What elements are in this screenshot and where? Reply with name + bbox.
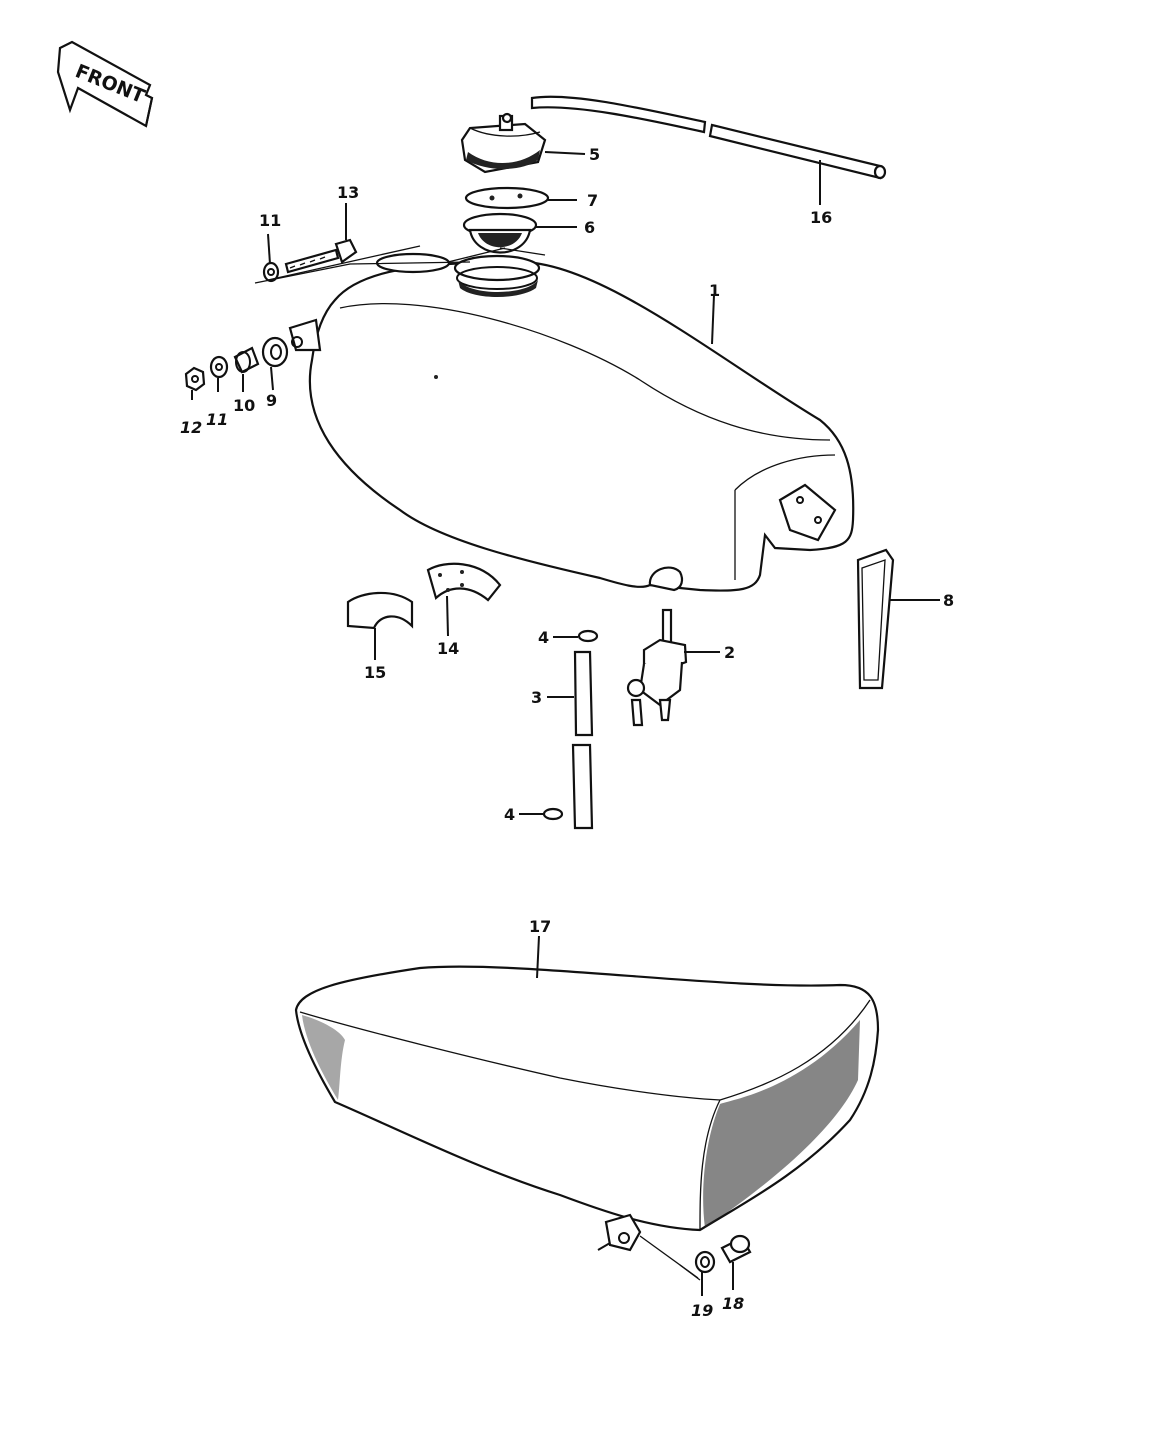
fuel-tap [626,608,688,727]
callout-18: 18 [722,1294,744,1313]
callout-8: 8 [943,591,954,610]
callout-numbers: 1 2 3 4 4 5 6 7 8 9 10 11 11 12 13 14 15… [180,145,954,1320]
callout-7: 7 [587,191,598,210]
washer-top [262,261,280,283]
washer-left [209,355,229,379]
callout-11-left: 11 [206,410,228,429]
callout-17: 17 [529,917,551,936]
callout-10: 10 [233,396,255,415]
callout-6: 6 [584,218,595,237]
callout-5: 5 [589,145,600,164]
tank-cushion-rear [426,562,502,602]
callout-14: 14 [437,639,459,658]
callout-12: 12 [180,418,202,437]
fuel-strainer [462,212,538,254]
callout-4-bottom: 4 [504,805,515,824]
seat-bolt [720,1234,752,1264]
seat-washer [694,1250,716,1274]
fuel-hose [571,650,594,830]
cap-gasket [464,186,550,210]
fuel-tank [288,252,855,592]
callout-3: 3 [531,688,542,707]
callout-13: 13 [337,183,359,202]
callout-16: 16 [810,208,832,227]
tank-band [856,548,895,690]
callout-1: 1 [709,281,720,300]
collar [233,346,260,374]
tank-cushion-front [346,591,414,630]
leader-lines [191,151,940,1296]
filler-cap [460,112,547,174]
callout-15: 15 [364,663,386,682]
mounting-bolt [284,238,358,274]
callout-4-top: 4 [538,628,549,647]
rubber-grommet [261,336,289,368]
callout-11-top: 11 [259,211,281,230]
front-arrow: FRONT [56,40,154,128]
hose-clip-bottom [542,807,564,821]
hose-clip-top [577,629,599,643]
callout-2: 2 [724,643,735,662]
seat [294,965,880,1252]
callout-19: 19 [691,1301,713,1320]
callout-9: 9 [266,391,277,410]
breather-tube [530,95,887,180]
hex-nut [184,366,206,392]
